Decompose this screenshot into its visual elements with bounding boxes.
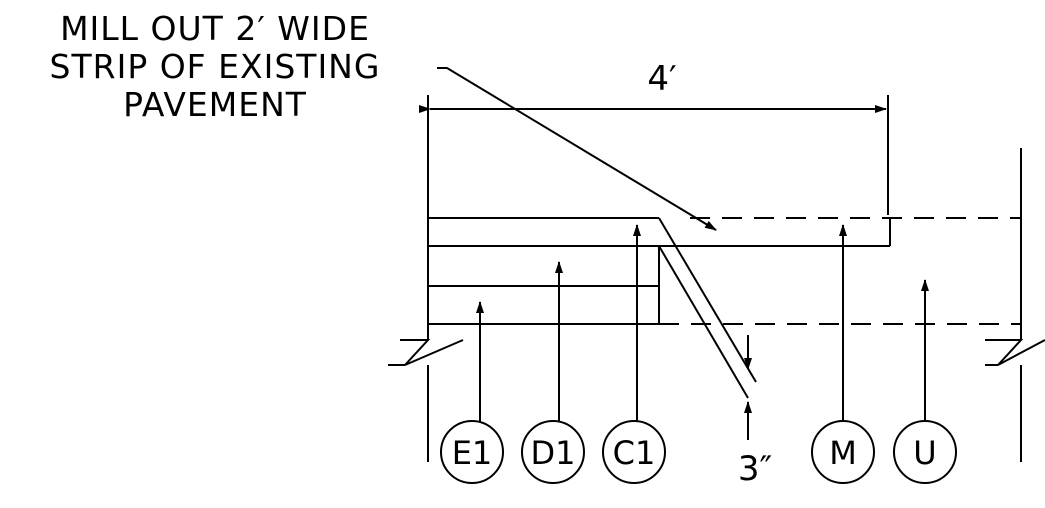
callout-label-m: M <box>829 434 857 472</box>
dimension-width-label: 4′ <box>647 59 676 99</box>
callout-label-e1: E1 <box>452 434 493 472</box>
note-leader <box>437 67 717 231</box>
note-line-3: PAVEMENT <box>123 85 307 124</box>
callout-circle-d1 <box>521 420 585 484</box>
dimension-depth-label: 3″ <box>738 449 772 489</box>
callout-circle-c1 <box>602 420 666 484</box>
left-break-symbol <box>400 339 464 366</box>
callout-label-c1: C1 <box>613 434 656 472</box>
mill-out-note: MILL OUT 2′ WIDE STRIP OF EXISTING PAVEM… <box>20 10 410 124</box>
callout-circle-e1 <box>440 420 504 484</box>
right-break-symbol <box>985 339 1045 366</box>
note-line-2: STRIP OF EXISTING <box>49 47 381 86</box>
slope-line-2 <box>658 245 749 399</box>
callout-circle-m <box>811 420 875 484</box>
slope-line-1 <box>658 217 757 383</box>
note-line-1: MILL OUT 2′ WIDE <box>60 9 370 48</box>
callout-label-u: U <box>913 434 936 472</box>
callout-label-d1: D1 <box>531 434 576 472</box>
callout-circle-u <box>893 420 957 484</box>
